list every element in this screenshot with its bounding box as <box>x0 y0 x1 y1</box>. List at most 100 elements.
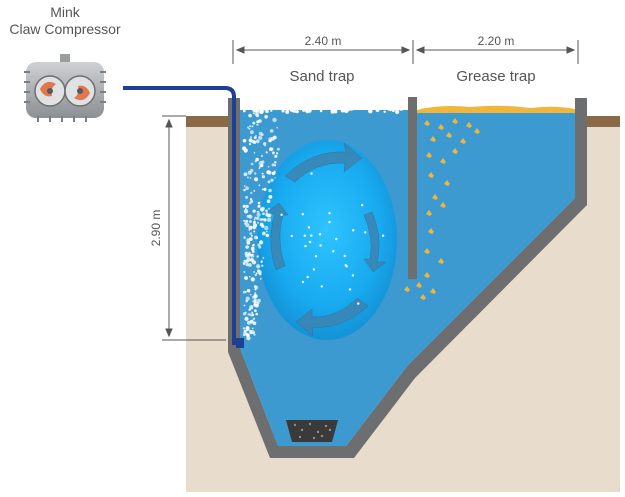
surface-foam <box>246 104 252 110</box>
air-bubble <box>243 259 245 262</box>
air-bubble <box>242 146 247 151</box>
surface-foam <box>340 108 345 113</box>
air-bubble <box>265 233 270 238</box>
air-bubble <box>314 255 318 258</box>
arrow-left <box>265 202 289 271</box>
air-bubble <box>243 219 246 222</box>
air-bubble <box>244 311 247 314</box>
grease-particle <box>444 180 450 186</box>
air-bubble <box>267 217 272 222</box>
air-bubble <box>243 304 246 307</box>
surface-foam <box>298 106 302 111</box>
air-bubble <box>250 234 253 237</box>
air-bubble <box>351 274 355 277</box>
air-bubble <box>345 265 348 268</box>
air-bubble <box>267 170 272 175</box>
air-bubble <box>258 131 263 136</box>
diffuser <box>236 338 244 348</box>
air-bubble <box>253 152 256 154</box>
grease-particle <box>420 294 426 300</box>
air-bubble <box>364 231 367 234</box>
compressor-label-line1: Mink <box>50 4 80 20</box>
air-bubble <box>249 198 253 201</box>
grease-particle <box>438 258 444 264</box>
air-bubble <box>248 308 252 311</box>
air-bubble <box>301 213 304 216</box>
air-bubble <box>258 166 261 168</box>
air-bubble <box>319 244 322 247</box>
air-bubble <box>268 188 272 193</box>
air-bubble <box>280 213 283 216</box>
air-bubble <box>254 216 257 220</box>
air-bubble <box>267 180 271 184</box>
air-bubble <box>255 303 259 308</box>
surface-foam <box>333 109 338 114</box>
air-bubble <box>259 218 263 222</box>
circulation-arrows <box>265 142 387 337</box>
air-bubble <box>267 165 270 168</box>
surface-foam <box>292 108 296 112</box>
surface-foam <box>251 106 256 110</box>
air-bubble <box>328 212 331 215</box>
air-bubble <box>304 244 307 248</box>
air-bubble <box>303 234 306 237</box>
grease-layer <box>417 105 575 113</box>
air-bubble <box>244 208 247 210</box>
air-bubble <box>263 142 267 146</box>
grease-particle <box>428 172 434 178</box>
surface-foam <box>383 110 386 114</box>
air-bubble <box>269 129 274 133</box>
air-bubble <box>254 273 257 277</box>
air-bubble <box>242 290 246 294</box>
air-bubble <box>269 147 273 152</box>
surface-foam <box>391 104 396 108</box>
air-bubble <box>246 240 251 245</box>
air-bubble <box>250 191 253 194</box>
air-bubble <box>256 120 259 123</box>
air-bubble <box>256 212 261 217</box>
air-bubble <box>248 313 252 316</box>
air-bubble <box>265 230 268 233</box>
air-bubble <box>256 211 259 213</box>
air-bubble <box>262 257 265 259</box>
air-bubble <box>249 293 252 296</box>
air-bubble <box>256 255 259 258</box>
air-bubble <box>246 251 248 254</box>
grease-particle <box>466 122 472 128</box>
air-bubble <box>271 151 275 155</box>
air-bubble <box>274 176 276 179</box>
air-bubble <box>253 294 258 299</box>
air-bubble <box>312 268 316 271</box>
air-bubble <box>348 288 352 291</box>
grease-particle <box>438 124 444 130</box>
air-bubble <box>260 260 263 263</box>
air-bubble <box>265 151 268 154</box>
air-bubble <box>343 254 346 258</box>
air-bubble <box>268 139 272 143</box>
grease-particle <box>424 248 430 254</box>
air-bubble <box>310 172 313 175</box>
air-bubble <box>332 250 335 253</box>
air-bubble <box>261 206 265 211</box>
grease-particle <box>460 138 466 144</box>
air-bubble <box>271 163 275 167</box>
air-bubble <box>252 318 255 321</box>
air-bubble <box>244 276 248 280</box>
surface-foam <box>348 107 352 111</box>
air-bubble <box>266 214 270 218</box>
air-bubble <box>254 235 258 240</box>
grease-particle <box>416 282 422 288</box>
air-bubble <box>248 113 252 118</box>
surface-foam <box>357 105 360 108</box>
air-bubble <box>381 234 385 237</box>
air-bubble <box>257 211 260 213</box>
air-bubble <box>248 263 252 267</box>
air-bubble <box>253 243 255 246</box>
air-bubble <box>248 214 252 217</box>
surface-foam <box>270 109 273 112</box>
surface-foam <box>312 106 315 109</box>
surface-foam <box>244 104 248 108</box>
air-bubble <box>254 309 257 313</box>
air-bubble <box>245 186 249 190</box>
air-bubble <box>249 232 252 235</box>
